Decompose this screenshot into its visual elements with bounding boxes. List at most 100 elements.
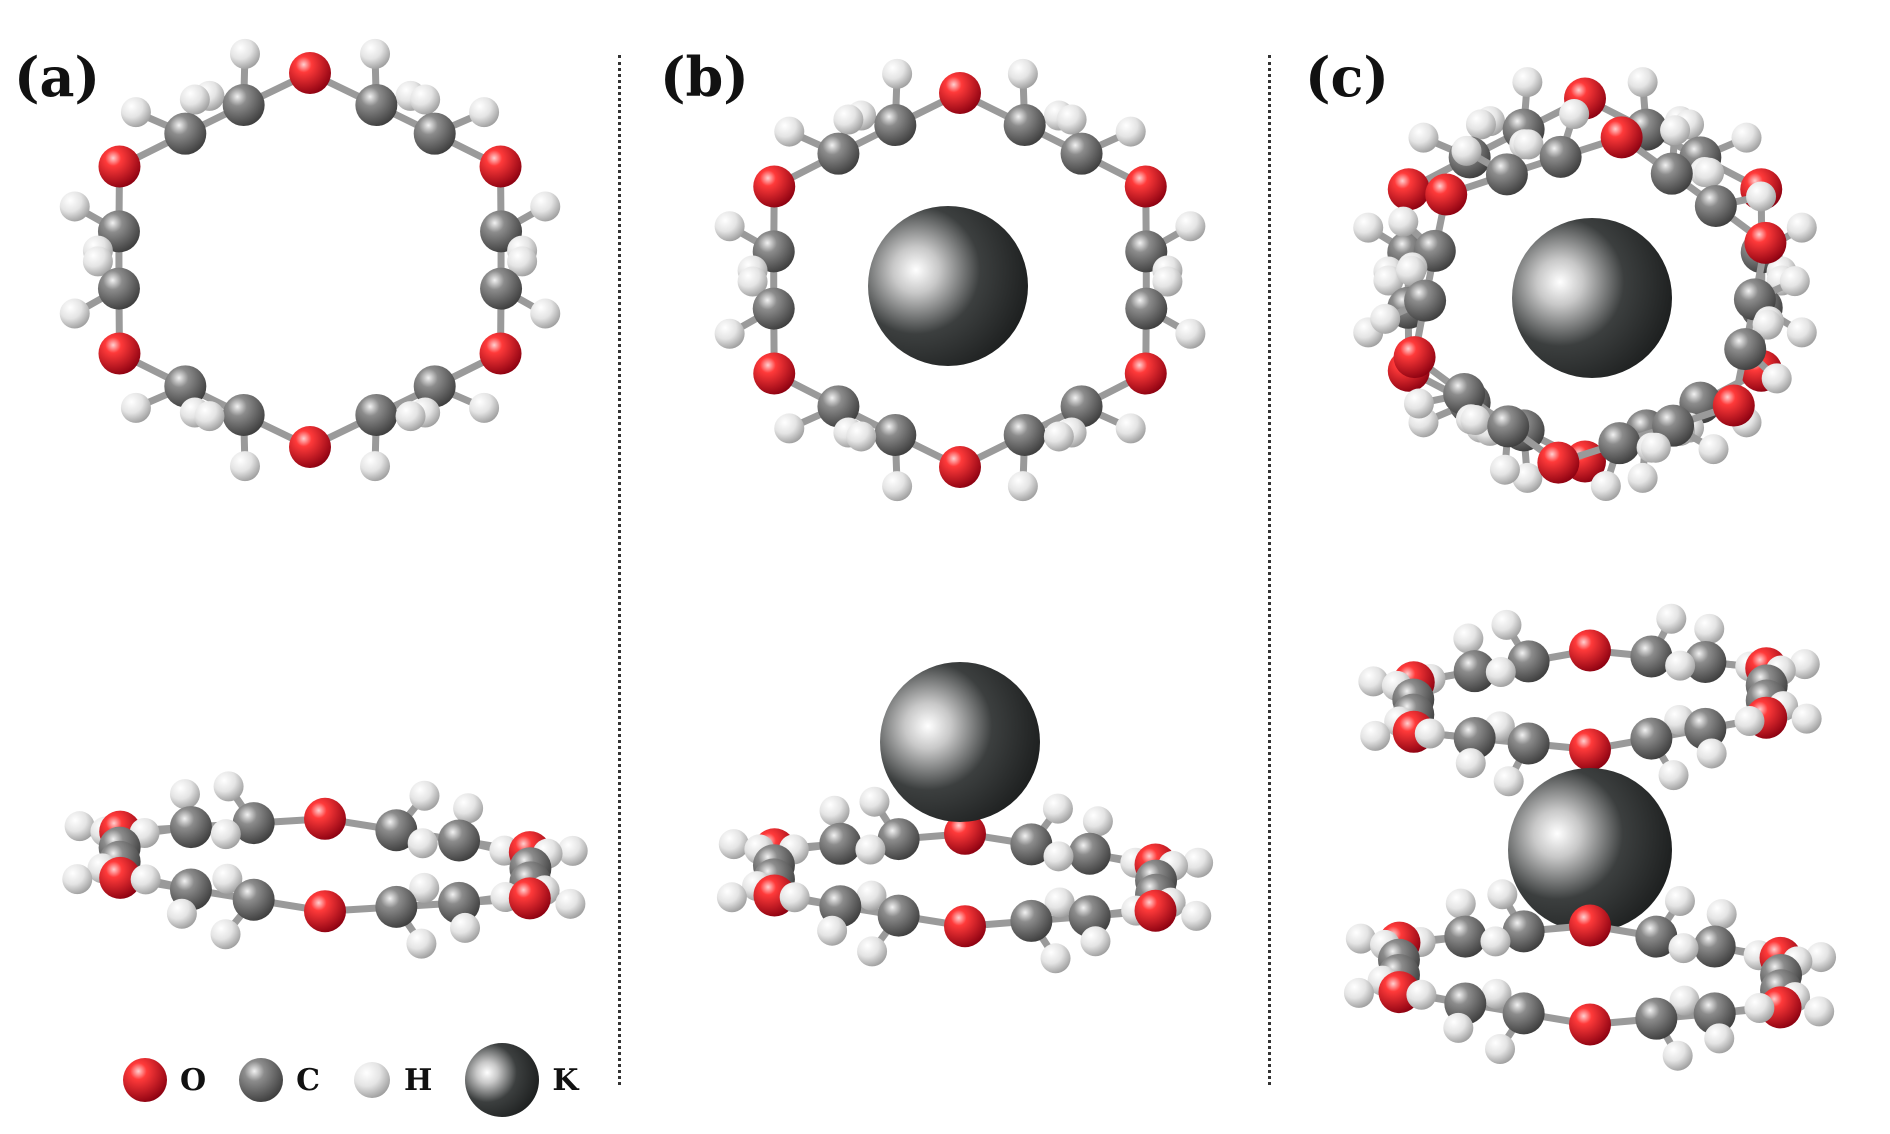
- carbon-atom: [1453, 650, 1496, 693]
- oxygen-atom: [939, 72, 981, 114]
- carbon-atom: [1060, 132, 1103, 175]
- hydrogen-atom: [1704, 1023, 1735, 1054]
- hydrogen-atom: [213, 771, 244, 802]
- carbon-atom: [1125, 287, 1168, 330]
- hydrogen-atom: [1056, 104, 1087, 135]
- carbon-atom: [817, 385, 860, 428]
- hydrogen-atom: [1080, 926, 1111, 957]
- panel-c-side-view-upper-ring: [1358, 603, 1822, 797]
- legend-label-carbon: C: [296, 1062, 321, 1098]
- oxygen-atom: [508, 877, 551, 920]
- oxygen-atom: [1387, 168, 1430, 211]
- hydrogen-atom: [1669, 985, 1700, 1016]
- carbon-atom: [1443, 373, 1486, 416]
- hydrogen-atom: [557, 835, 588, 866]
- hydrogen-atom: [395, 401, 426, 432]
- hydrogen-atom: [1082, 806, 1113, 837]
- oxygen-atom: [1600, 116, 1643, 159]
- hydrogen-atom: [1181, 900, 1212, 931]
- hydrogen-atom: [1183, 847, 1214, 878]
- hydrogen-atom: [1665, 650, 1696, 681]
- hydrogen-atom: [1640, 432, 1671, 463]
- hydrogen-atom: [1627, 462, 1658, 493]
- hydrogen-atom: [1040, 943, 1071, 974]
- hydrogen-atom: [857, 936, 888, 967]
- carbon-atom: [1010, 899, 1053, 942]
- hydrogen-atom: [1175, 318, 1206, 349]
- hydrogen-atom-icon: [354, 1062, 391, 1098]
- hydrogen-atom: [882, 58, 913, 89]
- hydrogen-atom: [1806, 942, 1837, 973]
- carbon-atom: [877, 894, 920, 937]
- oxygen-atom: [1569, 629, 1611, 672]
- hydrogen-atom: [1804, 996, 1835, 1027]
- hydrogen-atom: [469, 97, 500, 128]
- hydrogen-atom: [1343, 977, 1374, 1008]
- carbon-atom-icon: [239, 1058, 284, 1102]
- hydrogen-atom: [1694, 613, 1725, 644]
- hydrogen-atom: [1388, 206, 1419, 237]
- hydrogen-atom: [846, 421, 877, 452]
- hydrogen-atom: [859, 786, 890, 817]
- hydrogen-atom: [1175, 211, 1206, 242]
- hydrogen-atom: [210, 919, 241, 950]
- carbon-atom: [222, 393, 265, 436]
- hydrogen-atom: [714, 318, 745, 349]
- hydrogen-atom: [169, 779, 200, 810]
- oxygen-atom: [753, 165, 796, 208]
- hydrogen-atom: [1485, 1033, 1516, 1064]
- molecule-layer: [59, 38, 1837, 1071]
- divider-right: [1268, 55, 1271, 1085]
- hydrogen-atom: [1791, 703, 1822, 734]
- carbon-atom: [1635, 915, 1678, 958]
- hydrogen-atom: [1698, 434, 1729, 465]
- hydrogen-atom: [716, 882, 747, 913]
- oxygen-atom: [1712, 384, 1755, 427]
- hydrogen-atom: [1752, 309, 1783, 340]
- oxygen-atom: [944, 812, 986, 855]
- hydrogen-atom: [1453, 623, 1484, 654]
- carbon-atom: [819, 822, 862, 865]
- hydrogen-atom: [120, 392, 151, 423]
- carbon-atom: [413, 365, 456, 408]
- oxygen-atom: [1393, 336, 1436, 379]
- hydrogen-atom: [1761, 363, 1792, 394]
- panel-a-side-view: [62, 771, 588, 959]
- hydrogen-atom: [714, 211, 745, 242]
- hydrogen-atom: [469, 392, 500, 423]
- hydrogen-atom: [882, 471, 913, 502]
- hydrogen-atom: [166, 898, 197, 929]
- oxygen-atom: [98, 332, 141, 375]
- panel-b-top-view: [714, 58, 1206, 502]
- carbon-atom: [169, 806, 212, 849]
- panel-a-top-view: [59, 38, 561, 482]
- carbon-atom: [1635, 997, 1678, 1040]
- oxygen-atom: [939, 446, 981, 488]
- carbon-atom: [1630, 717, 1673, 760]
- carbon-atom: [355, 84, 398, 127]
- carbon-atom: [480, 267, 523, 310]
- oxygen-atom: [479, 145, 522, 188]
- hydrogen-atom: [774, 413, 805, 444]
- oxygen-atom: [289, 426, 331, 468]
- potassium-atom: [1512, 218, 1672, 378]
- oxygen-atom: [304, 890, 346, 933]
- carbon-atom: [1003, 104, 1046, 147]
- potassium-atom: [1508, 768, 1672, 932]
- carbon-atom: [438, 881, 481, 924]
- hydrogen-atom: [229, 38, 260, 69]
- hydrogen-atom: [1706, 899, 1737, 930]
- legend-label-hydrogen: H: [404, 1062, 433, 1098]
- hydrogen-atom: [1373, 265, 1404, 296]
- hydrogen-atom: [1487, 879, 1518, 910]
- hydrogen-atom: [59, 191, 90, 222]
- oxygen-atom: [99, 856, 142, 899]
- hydrogen-atom: [779, 882, 810, 913]
- hydrogen-atom: [1789, 649, 1820, 680]
- panel-c-side-view-lower-ring: [1343, 879, 1837, 1071]
- carbon-atom: [1453, 717, 1496, 760]
- hydrogen-atom: [1627, 67, 1658, 98]
- hydrogen-atom: [1115, 116, 1146, 147]
- panel-c-top-view-ring2: [1370, 99, 1810, 501]
